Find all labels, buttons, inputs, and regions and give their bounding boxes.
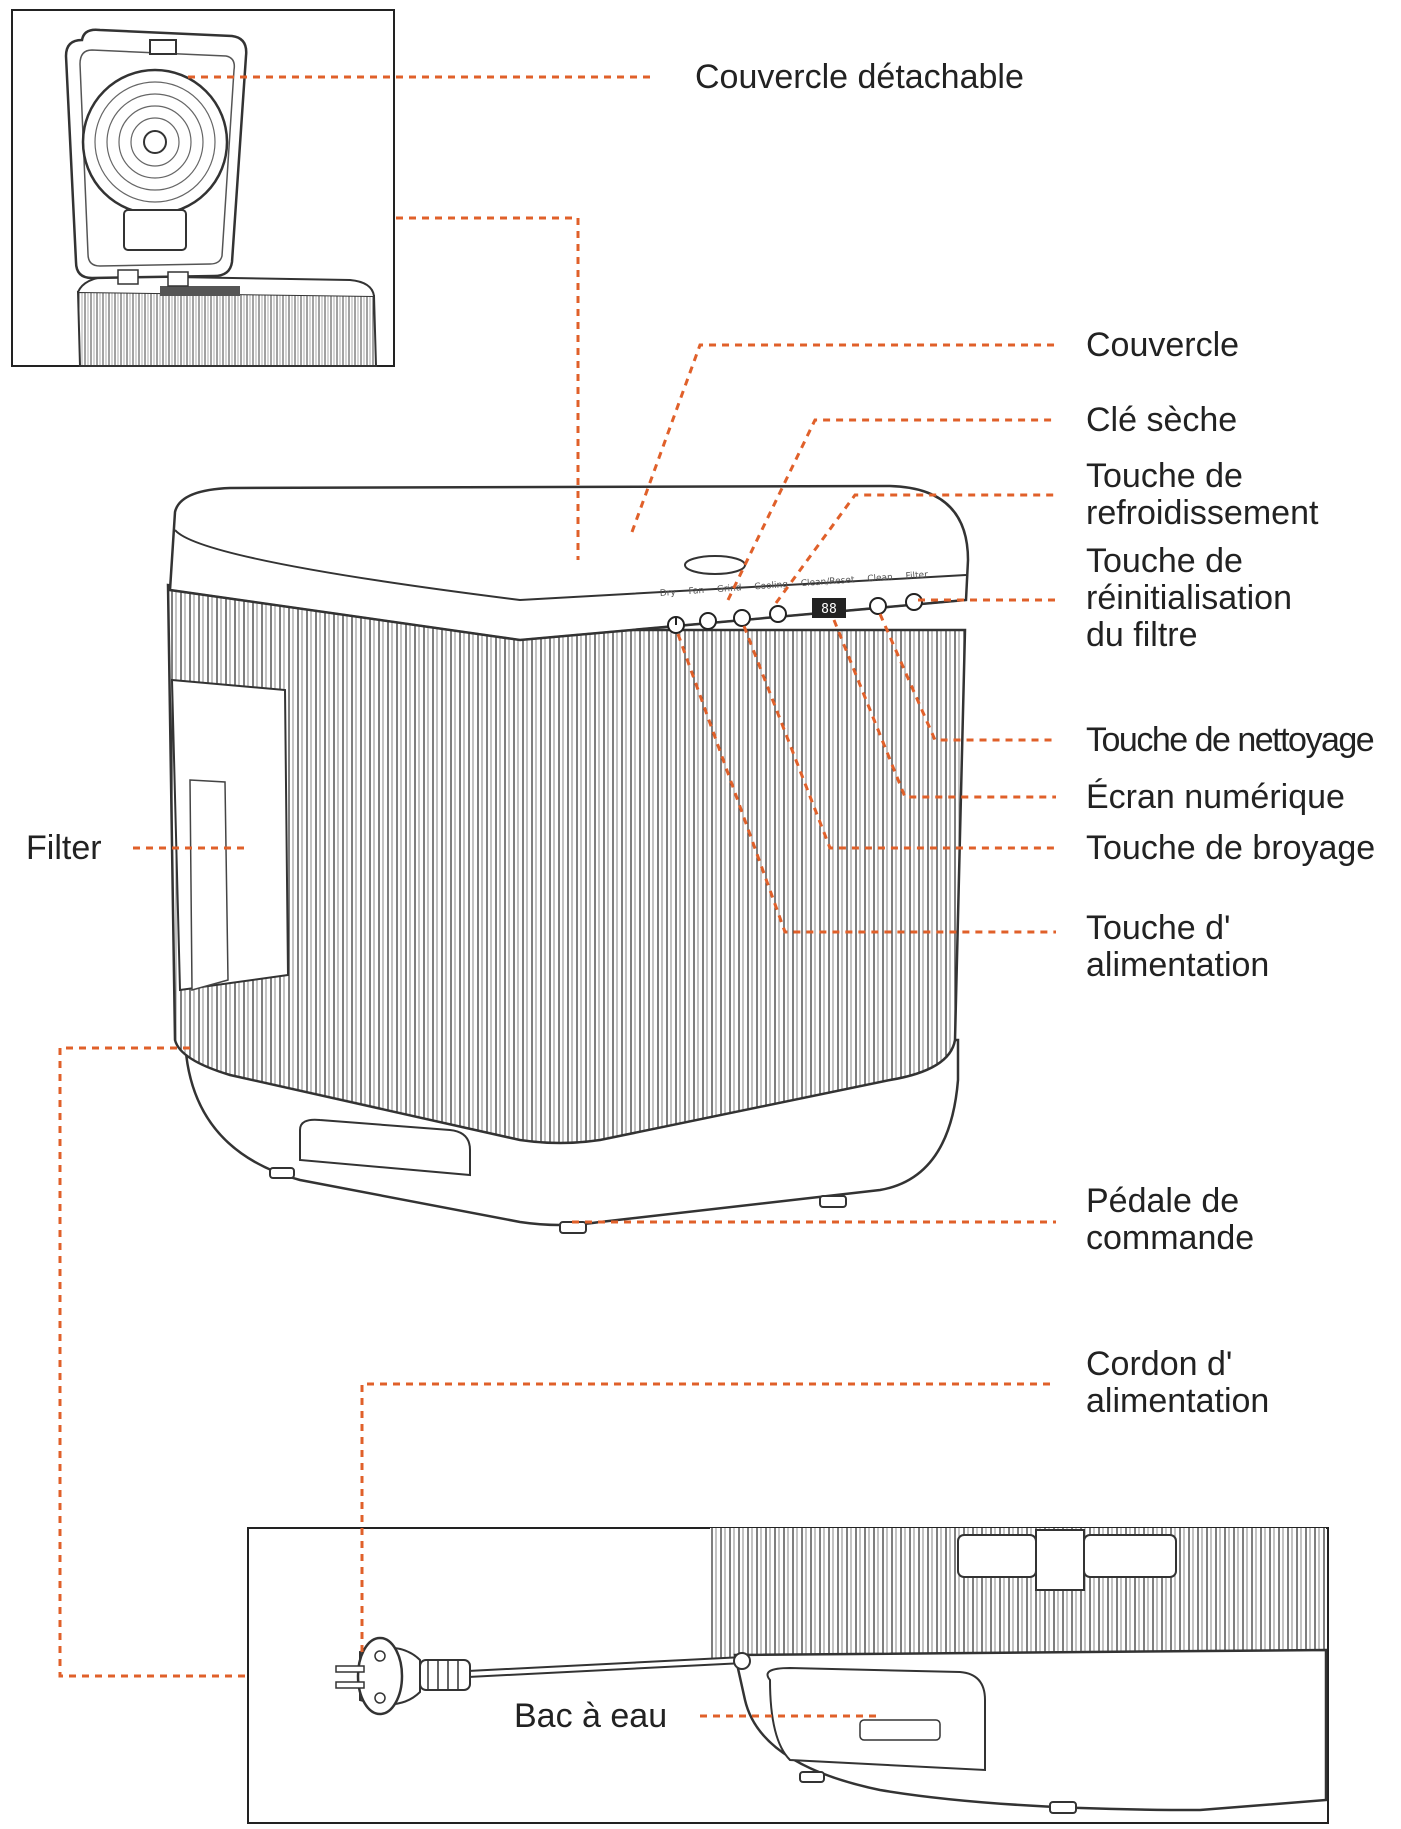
- leader-lid-inset: [396, 216, 580, 560]
- clean-button-drawing: [869, 597, 887, 615]
- leader-cleaning-key: [878, 613, 1056, 742]
- power-cord-drawing: [335, 1636, 751, 1716]
- label-filter-reset-key: Touche de réinitialisation du filtre: [1086, 542, 1292, 654]
- inset-base: [247, 1527, 1329, 1824]
- leader-cooling-key: [774, 493, 1056, 604]
- leader-digital-display: [832, 619, 1056, 799]
- label-detachable-lid: Couvercle détachable: [695, 58, 1024, 96]
- filter-reset-button-drawing: [905, 593, 923, 611]
- label-filter: Filter: [26, 829, 102, 867]
- appliance-main: Dry Fan Grind Cooling Clean/Reset Clean …: [166, 484, 970, 1234]
- leader-lid: [630, 343, 1056, 533]
- label-dry-key: Clé sèche: [1086, 401, 1238, 439]
- grind-button-drawing: [733, 609, 751, 627]
- label-lid: Couvercle: [1086, 326, 1240, 364]
- label-grinding-key: Touche de broyage: [1086, 829, 1376, 867]
- leader-lines: [58, 75, 1056, 1718]
- power-button-drawing: [667, 616, 685, 634]
- inset-open-lid: [11, 9, 395, 367]
- label-power-key: Touche d' alimentation: [1086, 909, 1270, 984]
- label-digital-display: Écran numérique: [1086, 778, 1345, 816]
- leader-grinding-key: [742, 625, 1056, 850]
- panel-legend-fan: Fan: [688, 586, 704, 597]
- label-cleaning-key: Touche de nettoyage: [1086, 721, 1375, 759]
- label-water-tray: Bac à eau: [514, 1697, 668, 1735]
- digital-display-drawing: 88: [812, 598, 846, 618]
- leader-dry-key: [726, 418, 1056, 601]
- panel-legend-grind: Grind: [717, 583, 742, 595]
- panel-legend-filter: Filter: [905, 570, 928, 582]
- label-power-cord: Cordon d' alimentation: [1086, 1345, 1270, 1420]
- leader-power-cord: [360, 1382, 1056, 1652]
- panel-legend-clean-reset: Clean/Reset: [801, 575, 856, 589]
- leader-power-key: [676, 633, 1056, 934]
- cooling-button-drawing: [769, 605, 787, 623]
- svg-text:Dry Fan Grind: Dry Fan Grind Cooling Clean/Reset Clean …: [660, 570, 929, 599]
- leader-to-base-inset: [58, 1046, 246, 1678]
- panel-legend-clean: Clean: [867, 573, 893, 585]
- detachable-lid-drawing: [64, 28, 248, 287]
- label-foot-pedal: Pédale de commande: [1086, 1182, 1255, 1257]
- dry-button-drawing: [699, 612, 717, 630]
- digital-display-value: 88: [821, 602, 837, 617]
- water-tray-drawing: [766, 1666, 986, 1772]
- panel-legend-dry: Dry: [660, 588, 677, 599]
- panel-legend-cooling: Cooling: [754, 580, 788, 592]
- label-cooling-key: Touche de refroidissement: [1086, 457, 1319, 532]
